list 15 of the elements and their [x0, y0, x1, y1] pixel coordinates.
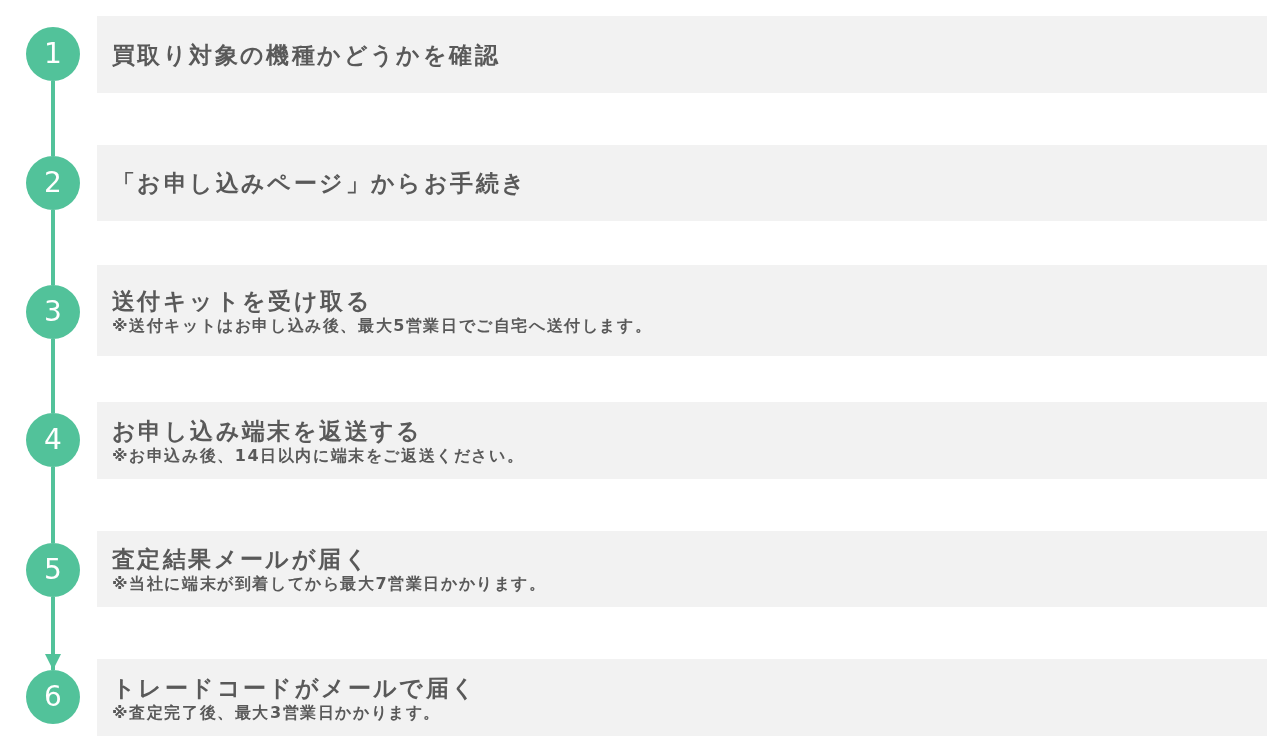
step-title: 買取り対象の機種かどうかを確認: [112, 40, 500, 70]
step-note: ※送付キットはお申し込み後、最大5営業日でご自宅へ送付します。: [112, 315, 653, 336]
connector-line: [51, 339, 55, 413]
step-title: お申し込み端末を返送する: [112, 416, 423, 446]
step-title: 査定結果メールが届く: [112, 545, 370, 574]
step-note: ※査定完了後、最大3営業日かかります。: [112, 702, 442, 723]
step-title: 「お申し込みページ」からお手続き: [112, 169, 528, 198]
connector-line: [51, 467, 55, 543]
step-note: ※当社に端末が到着してから最大7営業日かかります。: [112, 574, 547, 594]
arrow: [45, 597, 61, 670]
connector-line: [51, 81, 55, 156]
step-note: ※お申込み後、14日以内に端末をご返送ください。: [112, 445, 525, 466]
connector-line: [51, 210, 55, 285]
step-title: 送付キットを受け取る: [112, 286, 372, 316]
step-title: トレードコードがメールで届く: [112, 673, 478, 703]
